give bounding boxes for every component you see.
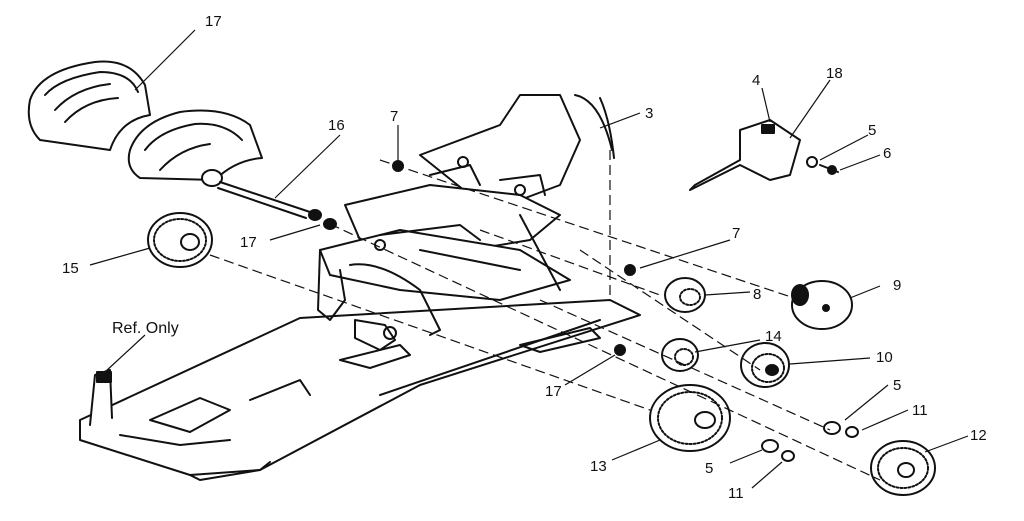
curved-shell-cover-part <box>27 60 263 181</box>
gear-part-14 <box>661 338 699 372</box>
callout-label: 8 <box>753 286 761 303</box>
callout-label: 11 <box>912 402 928 419</box>
callout-label: 5 <box>868 122 876 139</box>
callout-label: 11 <box>728 485 744 502</box>
callout-label: 16 <box>328 117 345 134</box>
callout-label: 5 <box>705 460 713 477</box>
callout-label: 7 <box>732 225 740 242</box>
gear-part-13 <box>649 384 731 452</box>
callout-label: 3 <box>645 105 653 122</box>
gear-part-10 <box>740 342 790 388</box>
callout-label: 12 <box>970 427 987 444</box>
callout-label: 13 <box>590 458 607 475</box>
gear-part-12 <box>870 440 936 496</box>
callout-label: 17 <box>545 383 562 400</box>
clip-part-11 <box>845 426 859 438</box>
main-chassis-frame <box>79 299 641 481</box>
callout-label: 17 <box>240 234 257 251</box>
roller-part-8 <box>664 277 706 313</box>
callout-label: 17 <box>205 13 222 30</box>
callout-label: 4 <box>752 72 760 89</box>
upper-frame-assembly <box>317 94 581 336</box>
washer-part <box>823 421 841 435</box>
callout-label: 7 <box>390 108 398 125</box>
callout-label: 9 <box>893 277 901 294</box>
callout-label: 15 <box>62 260 79 277</box>
callout-label: 14 <box>765 328 782 345</box>
clip-part <box>574 94 613 151</box>
callout-label: 6 <box>883 145 891 162</box>
callout-label: 10 <box>876 349 893 366</box>
ref-only-label: Ref. Only <box>112 320 179 337</box>
axle-part <box>201 169 337 230</box>
callout-label: 18 <box>826 65 843 82</box>
callout-label: 5 <box>893 377 901 394</box>
bracket-part <box>689 119 839 191</box>
gear-part-15 <box>147 212 213 268</box>
wheel-part-9 <box>791 280 853 330</box>
